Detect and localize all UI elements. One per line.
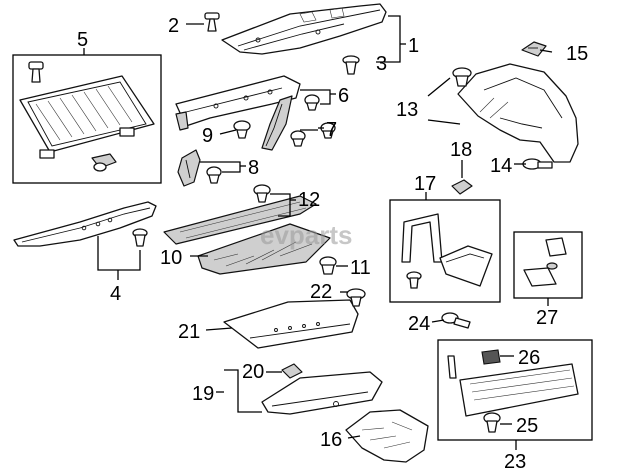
callout-20: 20 <box>242 361 264 383</box>
part-23-frame <box>437 339 593 441</box>
bolt-9-icon[interactable] <box>233 120 251 139</box>
floor-board-21[interactable] <box>223 299 359 349</box>
sill-plate-23[interactable] <box>459 363 579 417</box>
quarter-trim-13[interactable] <box>457 63 579 163</box>
callout-22: 22 <box>310 281 332 303</box>
clip-8-icon[interactable] <box>206 166 222 184</box>
callout-19: 19 <box>192 383 214 405</box>
clip-7b-icon[interactable] <box>320 122 336 139</box>
callout-21: 21 <box>178 321 200 343</box>
bolt-2-icon[interactable] <box>204 12 220 32</box>
callout-11: 11 <box>350 257 371 279</box>
callout-5: 5 <box>77 29 88 51</box>
callout-8: 8 <box>248 157 259 179</box>
callout-12: 12 <box>298 189 320 211</box>
bolt-24-icon[interactable] <box>441 312 471 329</box>
clip-3-icon[interactable] <box>342 55 360 75</box>
part-5-frame <box>12 54 162 184</box>
clip-13-icon[interactable] <box>452 67 472 87</box>
callout-27: 27 <box>536 307 558 329</box>
box-17[interactable] <box>439 245 493 287</box>
callout-2: 2 <box>168 15 179 37</box>
deck-board-12[interactable] <box>163 195 317 245</box>
callout-26: 26 <box>518 347 540 369</box>
callout-18: 18 <box>450 139 472 161</box>
clip-12-icon[interactable] <box>253 184 271 203</box>
bracket-8[interactable] <box>177 149 201 187</box>
callout-4: 4 <box>110 283 121 305</box>
clip-4-icon[interactable] <box>132 228 148 247</box>
trunk-mat-19[interactable] <box>261 371 383 415</box>
callout-13: 13 <box>396 99 418 121</box>
callout-3: 3 <box>376 53 387 75</box>
clip-7a-icon[interactable] <box>290 130 306 147</box>
clip-25-icon[interactable] <box>483 412 501 433</box>
callout-6: 6 <box>338 85 349 107</box>
callout-25: 25 <box>516 415 538 437</box>
bolt-5a-icon[interactable] <box>28 61 44 83</box>
clip-15-icon[interactable] <box>521 41 547 57</box>
clip-6-icon[interactable] <box>304 94 320 111</box>
insulation-10[interactable] <box>197 223 331 275</box>
part-17-frame <box>389 199 501 303</box>
clip-26-icon[interactable] <box>481 349 501 365</box>
callout-17: 17 <box>414 173 436 195</box>
cover-panel-5[interactable] <box>19 75 155 159</box>
clip-18-icon[interactable] <box>451 179 473 195</box>
clip-20-icon[interactable] <box>281 363 303 379</box>
clip-23a-icon[interactable] <box>447 355 457 379</box>
shelf-trim-4[interactable] <box>13 201 157 247</box>
callout-numbers: 1 2 3 4 5 6 7 8 9 10 11 12 13 14 15 16 1… <box>77 15 588 471</box>
callout-15: 15 <box>566 43 588 65</box>
bracket-7[interactable] <box>261 95 293 151</box>
callout-23: 23 <box>504 451 526 471</box>
bracket-17[interactable] <box>401 213 443 263</box>
package-tray-trim[interactable] <box>221 3 387 55</box>
watermark: evparts <box>260 220 353 250</box>
lamp-27[interactable] <box>523 237 567 287</box>
clip-17-icon[interactable] <box>406 271 422 289</box>
callout-7: 7 <box>326 119 337 141</box>
clip-5b-icon[interactable] <box>91 153 117 172</box>
bolt-14-icon[interactable] <box>522 158 553 170</box>
callout-24: 24 <box>408 313 430 335</box>
callout-10: 10 <box>160 247 182 269</box>
callout-14: 14 <box>490 155 512 177</box>
clip-22-icon[interactable] <box>346 288 366 307</box>
leader-lines <box>83 15 553 450</box>
callout-9: 9 <box>202 125 213 147</box>
grommet-11-icon[interactable] <box>319 256 337 275</box>
foam-block-16[interactable] <box>345 409 429 463</box>
callout-1: 1 <box>408 35 419 57</box>
callout-16: 16 <box>320 429 342 451</box>
